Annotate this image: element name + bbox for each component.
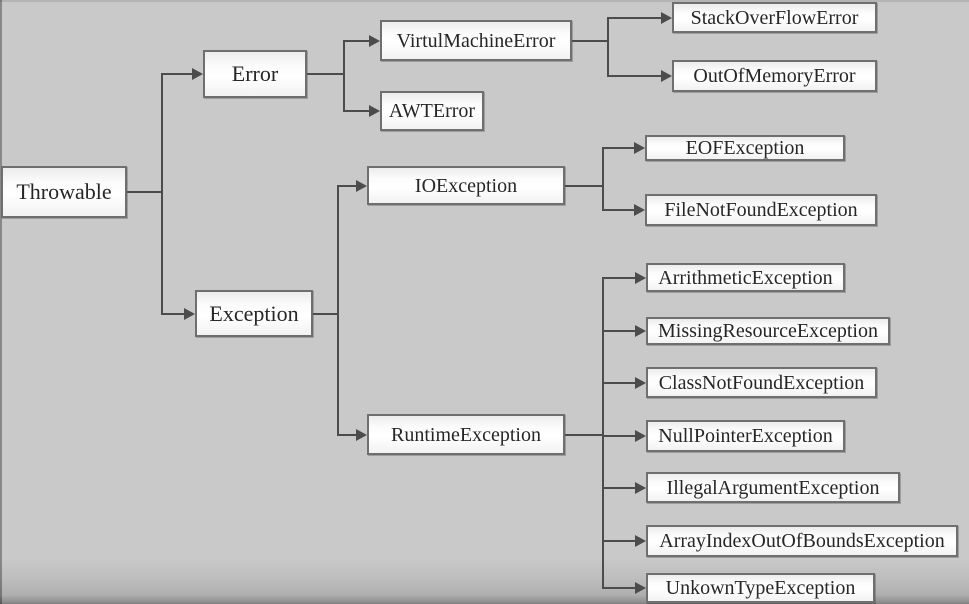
node-label-io-exception: IOException — [414, 174, 518, 197]
connector-line — [338, 434, 358, 436]
node-label-missing-resource-exception: MissingResourceException — [658, 320, 878, 342]
node-virtul-machine-error: VirtulMachineError — [380, 20, 572, 61]
node-io-exception: IOException — [367, 166, 565, 205]
node-exception: Exception — [195, 290, 313, 337]
node-label-unkown-type-exception: UnkownTypeException — [665, 577, 856, 599]
left-edge-divider — [0, 0, 2, 604]
connector-line — [602, 277, 604, 589]
arrow-right-icon — [635, 582, 646, 594]
node-unkown-type-exception: UnkownTypeException — [646, 573, 875, 603]
arrow-right-icon — [184, 308, 195, 320]
connector-line — [608, 75, 663, 77]
arrow-right-icon — [635, 272, 646, 284]
connector-line — [603, 382, 637, 384]
connector-line — [565, 185, 603, 187]
node-class-not-found-exception: ClassNotFoundException — [646, 367, 877, 398]
connector-line — [603, 487, 637, 489]
node-label-array-index-out-of-bounds-exception: ArrayIndexOutOfBoundsException — [659, 530, 945, 552]
arrow-right-icon — [635, 377, 646, 389]
connector-line — [603, 147, 636, 149]
connector-line — [344, 40, 371, 42]
node-runtime-exception: RuntimeException — [367, 414, 565, 455]
connector-line — [603, 209, 636, 211]
connector-line — [603, 277, 637, 279]
node-awt-error: AWTError — [380, 91, 484, 131]
connector-line — [162, 313, 186, 315]
connector-line — [338, 185, 358, 187]
node-label-illegal-argument-exception: IllegalArgumentException — [666, 476, 880, 499]
node-label-awt-error: AWTError — [388, 100, 476, 122]
node-arrithmetic-exception: ArrithmeticException — [646, 263, 845, 292]
node-out-of-memory-error: OutOfMemoryError — [672, 60, 877, 92]
connector-line — [127, 191, 162, 193]
connector-line — [602, 147, 604, 211]
arrow-right-icon — [635, 325, 646, 337]
connector-line — [344, 110, 371, 112]
connector-line — [161, 73, 163, 315]
arrow-right-icon — [661, 70, 672, 82]
node-label-arrithmetic-exception: ArrithmeticException — [658, 266, 833, 289]
node-label-class-not-found-exception: ClassNotFoundException — [658, 371, 865, 394]
connector-line — [313, 313, 338, 315]
node-label-stack-over-flow-error: StackOverFlowError — [690, 6, 859, 29]
node-stack-over-flow-error: StackOverFlowError — [672, 2, 877, 33]
node-label-null-pointer-exception: NullPointerException — [658, 425, 833, 447]
node-label-virtul-machine-error: VirtulMachineError — [396, 29, 556, 52]
node-label-runtime-exception: RuntimeException — [391, 423, 541, 446]
connector-line — [307, 73, 344, 75]
node-eof-exception: EOFException — [645, 135, 845, 161]
node-file-not-found-exception: FileNotFoundException — [645, 194, 877, 226]
connector-line — [162, 73, 194, 75]
arrow-right-icon — [635, 482, 646, 494]
arrow-right-icon — [634, 142, 645, 154]
connector-line — [565, 434, 603, 436]
node-illegal-argument-exception: IllegalArgumentException — [646, 472, 900, 503]
node-error: Error — [203, 50, 307, 98]
node-throwable: Throwable — [1, 166, 127, 218]
connector-line — [337, 185, 339, 436]
arrow-right-icon — [635, 430, 646, 442]
node-label-throwable: Throwable — [16, 179, 112, 204]
arrow-right-icon — [356, 180, 367, 192]
arrow-right-icon — [369, 105, 380, 117]
node-null-pointer-exception: NullPointerException — [646, 420, 845, 452]
arrow-right-icon — [369, 35, 380, 47]
arrow-right-icon — [635, 535, 646, 547]
arrow-right-icon — [356, 429, 367, 441]
connector-line — [608, 17, 663, 19]
node-label-eof-exception: EOFException — [685, 137, 805, 159]
connector-line — [607, 17, 609, 77]
node-label-out-of-memory-error: OutOfMemoryError — [693, 65, 856, 87]
node-missing-resource-exception: MissingResourceException — [646, 317, 890, 345]
node-label-file-not-found-exception: FileNotFoundException — [664, 199, 858, 221]
arrow-right-icon — [192, 68, 203, 80]
node-label-error: Error — [231, 61, 279, 86]
connector-line — [603, 435, 637, 437]
node-label-exception: Exception — [209, 300, 299, 326]
connector-line — [603, 330, 637, 332]
connector-line — [603, 540, 637, 542]
connector-line — [343, 40, 345, 112]
connector-line — [572, 40, 608, 42]
arrow-right-icon — [634, 204, 645, 216]
top-edge-divider — [0, 0, 969, 2]
node-array-index-out-of-bounds-exception: ArrayIndexOutOfBoundsException — [646, 525, 958, 557]
arrow-right-icon — [661, 12, 672, 24]
connector-line — [603, 587, 637, 589]
